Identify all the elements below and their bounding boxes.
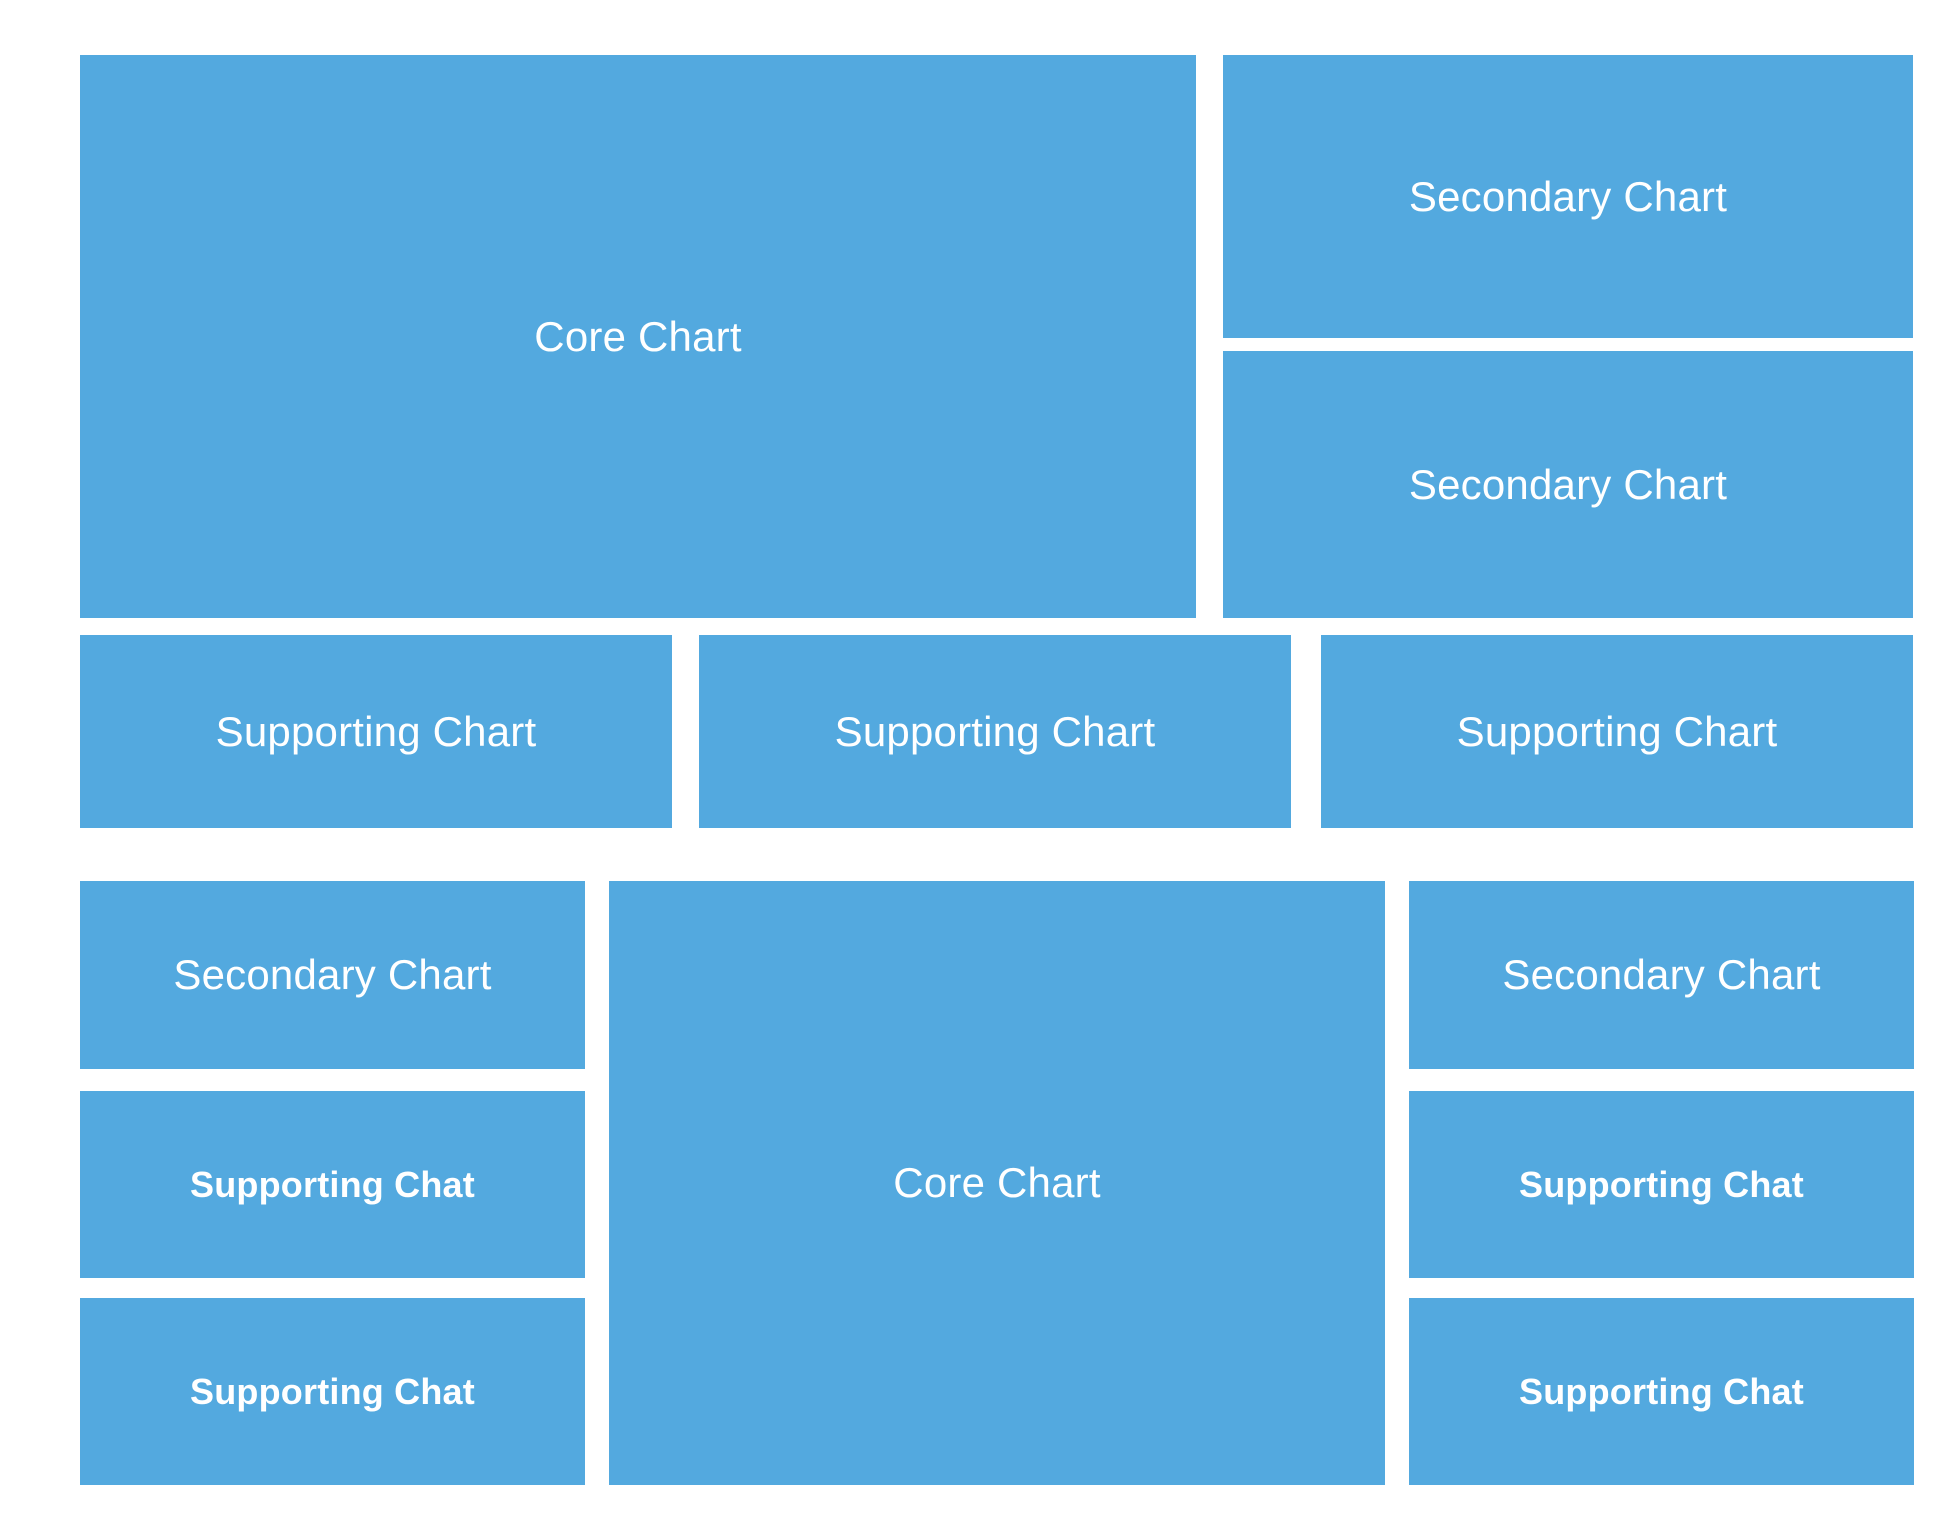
supporting-chart-tile-3: Supporting Chart <box>1321 635 1913 828</box>
core-chart-tile-top: Core Chart <box>80 55 1196 618</box>
supporting-chat-label: Supporting Chat <box>1519 1370 1804 1412</box>
supporting-chart-label: Supporting Chart <box>215 707 537 755</box>
secondary-chart-label: Secondary Chart <box>173 951 492 998</box>
supporting-chat-label: Supporting Chat <box>1519 1163 1804 1205</box>
secondary-chart-label: Secondary Chart <box>1408 460 1728 508</box>
core-chart-label: Core Chart <box>893 1159 1101 1206</box>
supporting-chart-label: Supporting Chart <box>1456 707 1778 755</box>
secondary-chart-tile-bottom-right: Secondary Chart <box>1409 881 1914 1069</box>
secondary-chart-tile-bottom-left: Secondary Chart <box>80 881 585 1069</box>
supporting-chat-tile-left-1: Supporting Chat <box>80 1091 585 1278</box>
supporting-chat-label: Supporting Chat <box>190 1163 475 1205</box>
supporting-chat-label: Supporting Chat <box>190 1370 475 1412</box>
core-chart-label: Core Chart <box>534 312 742 360</box>
supporting-chart-tile-1: Supporting Chart <box>80 635 672 828</box>
secondary-chart-label: Secondary Chart <box>1408 172 1728 220</box>
supporting-chart-tile-2: Supporting Chart <box>699 635 1291 828</box>
secondary-chart-label: Secondary Chart <box>1502 951 1821 998</box>
supporting-chat-tile-right-2: Supporting Chat <box>1409 1298 1914 1485</box>
core-chart-tile-bottom: Core Chart <box>609 881 1385 1485</box>
secondary-chart-tile-top-1: Secondary Chart <box>1223 55 1913 338</box>
supporting-chart-label: Supporting Chart <box>834 707 1156 755</box>
supporting-chat-tile-right-1: Supporting Chat <box>1409 1091 1914 1278</box>
secondary-chart-tile-top-2: Secondary Chart <box>1223 351 1913 618</box>
supporting-chat-tile-left-2: Supporting Chat <box>80 1298 585 1485</box>
